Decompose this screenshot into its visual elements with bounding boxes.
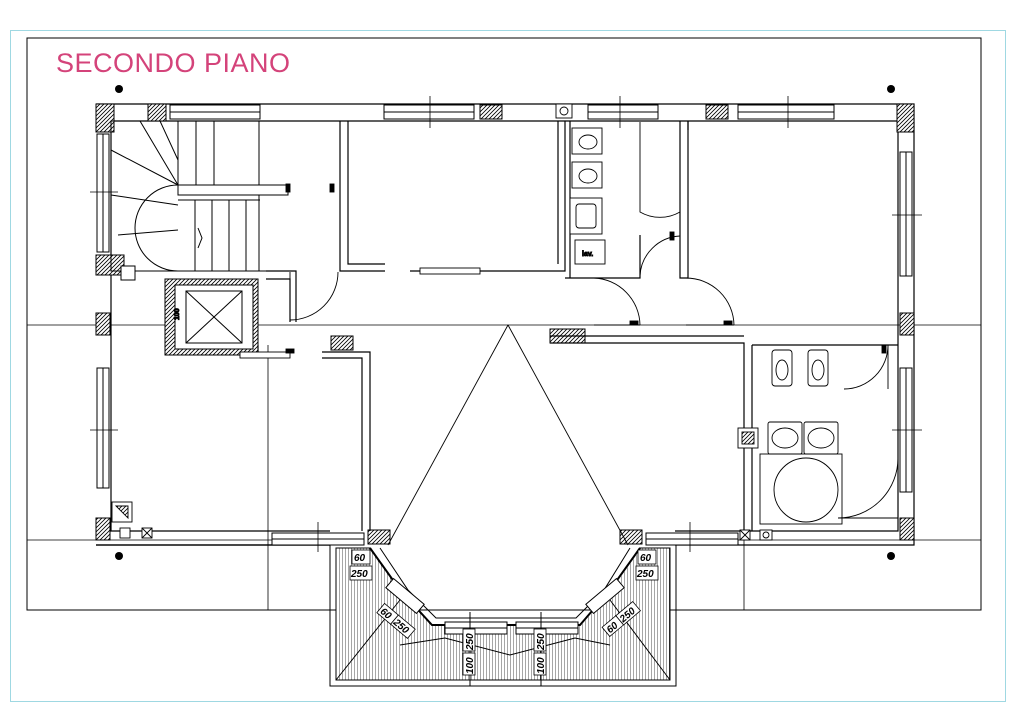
balcony-dimension-labels: 60 250 60 250 60 250 60 250 100 250 <box>349 549 659 676</box>
vault-lines <box>387 324 629 546</box>
windows <box>96 104 913 546</box>
washing-machine-label: lav. <box>582 251 593 258</box>
dim-label-right-upper: 60 250 <box>635 549 659 581</box>
dim-label-center-left: 100 250 <box>462 628 476 676</box>
dim-label-left-angled: 60 250 <box>376 602 416 639</box>
svg-text:60: 60 <box>640 553 652 564</box>
staircase <box>110 120 290 272</box>
corner-fixtures <box>111 501 773 541</box>
bathroom-top-fixtures: lav. <box>555 103 606 265</box>
dim-label-center-right: 100 250 <box>533 628 547 676</box>
plan-title: SECONDO PIANO <box>56 48 291 78</box>
survey-markers <box>115 85 895 560</box>
site-frame <box>26 37 982 611</box>
svg-text:250: 250 <box>350 569 368 580</box>
svg-text:250: 250 <box>636 569 654 580</box>
door-hardware <box>285 183 887 354</box>
structural-pillars <box>95 103 915 545</box>
sheet-border <box>10 30 1006 702</box>
svg-text:60: 60 <box>354 553 366 564</box>
elevator-shaft: 100 <box>120 265 259 356</box>
svg-text:100: 100 <box>465 657 476 674</box>
bay-balcony <box>329 545 677 687</box>
svg-text:250: 250 <box>465 633 476 651</box>
svg-text:100: 100 <box>536 657 547 674</box>
dim-label-left-upper: 60 250 <box>349 549 373 581</box>
svg-text:250: 250 <box>536 633 547 651</box>
bathroom-right-fixtures <box>737 349 843 525</box>
elevator-dimension: 100 <box>174 308 181 320</box>
